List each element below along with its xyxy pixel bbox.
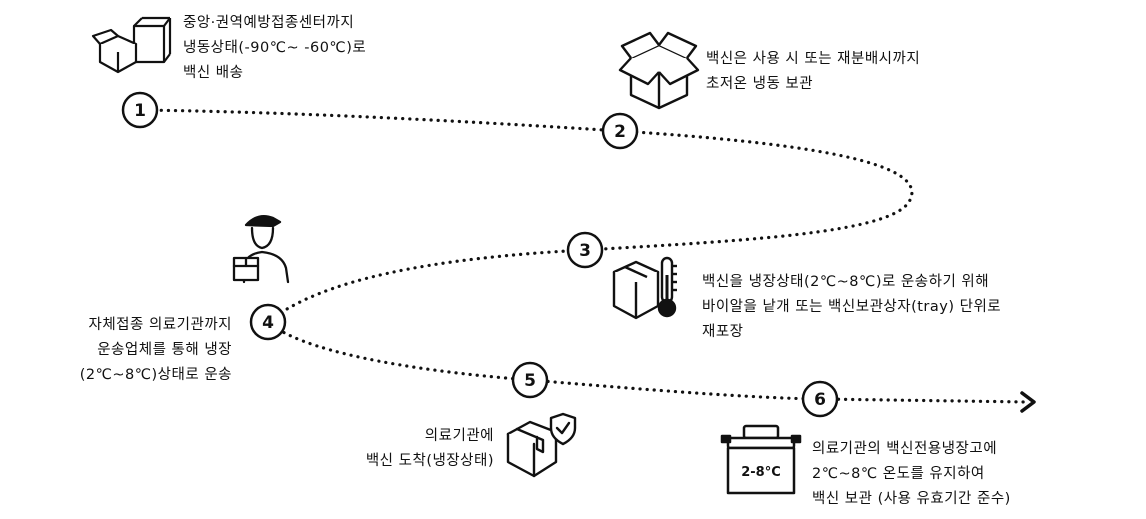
step-6-line-3: 백신 보관 (사용 유효기간 준수): [812, 491, 1011, 507]
step-2-description: 백신은 사용 시 또는 재분배시까지 초저온 냉동 보관: [706, 47, 920, 97]
flow-path-dotted: [138, 108, 1030, 404]
step-marker-4: 4: [249, 303, 287, 341]
step-2-line-1: 백신은 사용 시 또는 재분배시까지: [706, 51, 921, 67]
step-marker-6: 6: [801, 380, 839, 418]
step-5-line-1: 의료기관에: [424, 428, 494, 444]
step-marker-3: 3: [566, 231, 604, 269]
step-1-line-1: 중앙·권역예방접종센터까지: [183, 15, 355, 31]
step-6-description: 의료기관의 백신전용냉장고에 2℃~8℃ 온도를 유지하여 백신 보관 (사용 …: [812, 437, 1011, 512]
refrigerator-icon: 2-8°C: [720, 424, 802, 495]
step-4-line-2: 운송업체를 통해 냉장: [97, 342, 232, 358]
step-marker-1: 1: [121, 91, 159, 129]
step-marker-2: 2: [601, 112, 639, 150]
step-number-4: 4: [262, 313, 274, 333]
step-5-description: 의료기관에 백신 도착(냉장상태): [290, 424, 494, 474]
open-box-icon: [618, 31, 700, 110]
step-marker-5: 5: [511, 361, 549, 399]
step-1-line-3: 백신 배송: [183, 65, 244, 81]
box-shield-icon: [506, 412, 577, 478]
step-3-line-2: 바이알을 낱개 또는 백신보관상자(tray) 단위로: [702, 299, 1002, 315]
step-2-line-2: 초저온 냉동 보관: [706, 76, 814, 92]
step-3-line-1: 백신을 냉장상태(2℃~8℃)로 운송하기 위해: [702, 274, 990, 290]
step-3-line-3: 재포장: [702, 324, 744, 340]
step-number-3: 3: [579, 241, 591, 261]
step-number-1: 1: [134, 101, 146, 121]
step-number-6: 6: [814, 390, 826, 410]
box-thermometer-icon: [612, 256, 677, 320]
step-1-description: 중앙·권역예방접종센터까지 냉동상태(-90℃~ -60℃)로 백신 배송: [183, 11, 366, 86]
step-6-line-2: 2℃~8℃ 온도를 유지하여: [812, 466, 985, 482]
fridge-temperature-label: 2-8°C: [741, 465, 781, 480]
delivery-person-icon: [232, 215, 290, 284]
step-4-line-3: (2℃~8℃)상태로 운송: [79, 367, 232, 383]
step-number-5: 5: [524, 371, 536, 391]
step-6-line-1: 의료기관의 백신전용냉장고에: [812, 441, 998, 457]
step-5-line-2: 백신 도착(냉장상태): [365, 453, 494, 469]
step-number-2: 2: [614, 122, 626, 142]
step-4-description: 자체접종 의료기관까지 운송업체를 통해 냉장 (2℃~8℃)상태로 운송: [0, 313, 232, 388]
step-4-line-1: 자체접종 의료기관까지: [88, 317, 232, 333]
step-1-line-2: 냉동상태(-90℃~ -60℃)로: [183, 40, 367, 56]
step-3-description: 백신을 냉장상태(2℃~8℃)로 운송하기 위해 바이알을 낱개 또는 백신보관…: [702, 270, 1001, 345]
arrow-head-icon: [1020, 391, 1036, 413]
stacked-boxes-icon: [91, 16, 172, 74]
